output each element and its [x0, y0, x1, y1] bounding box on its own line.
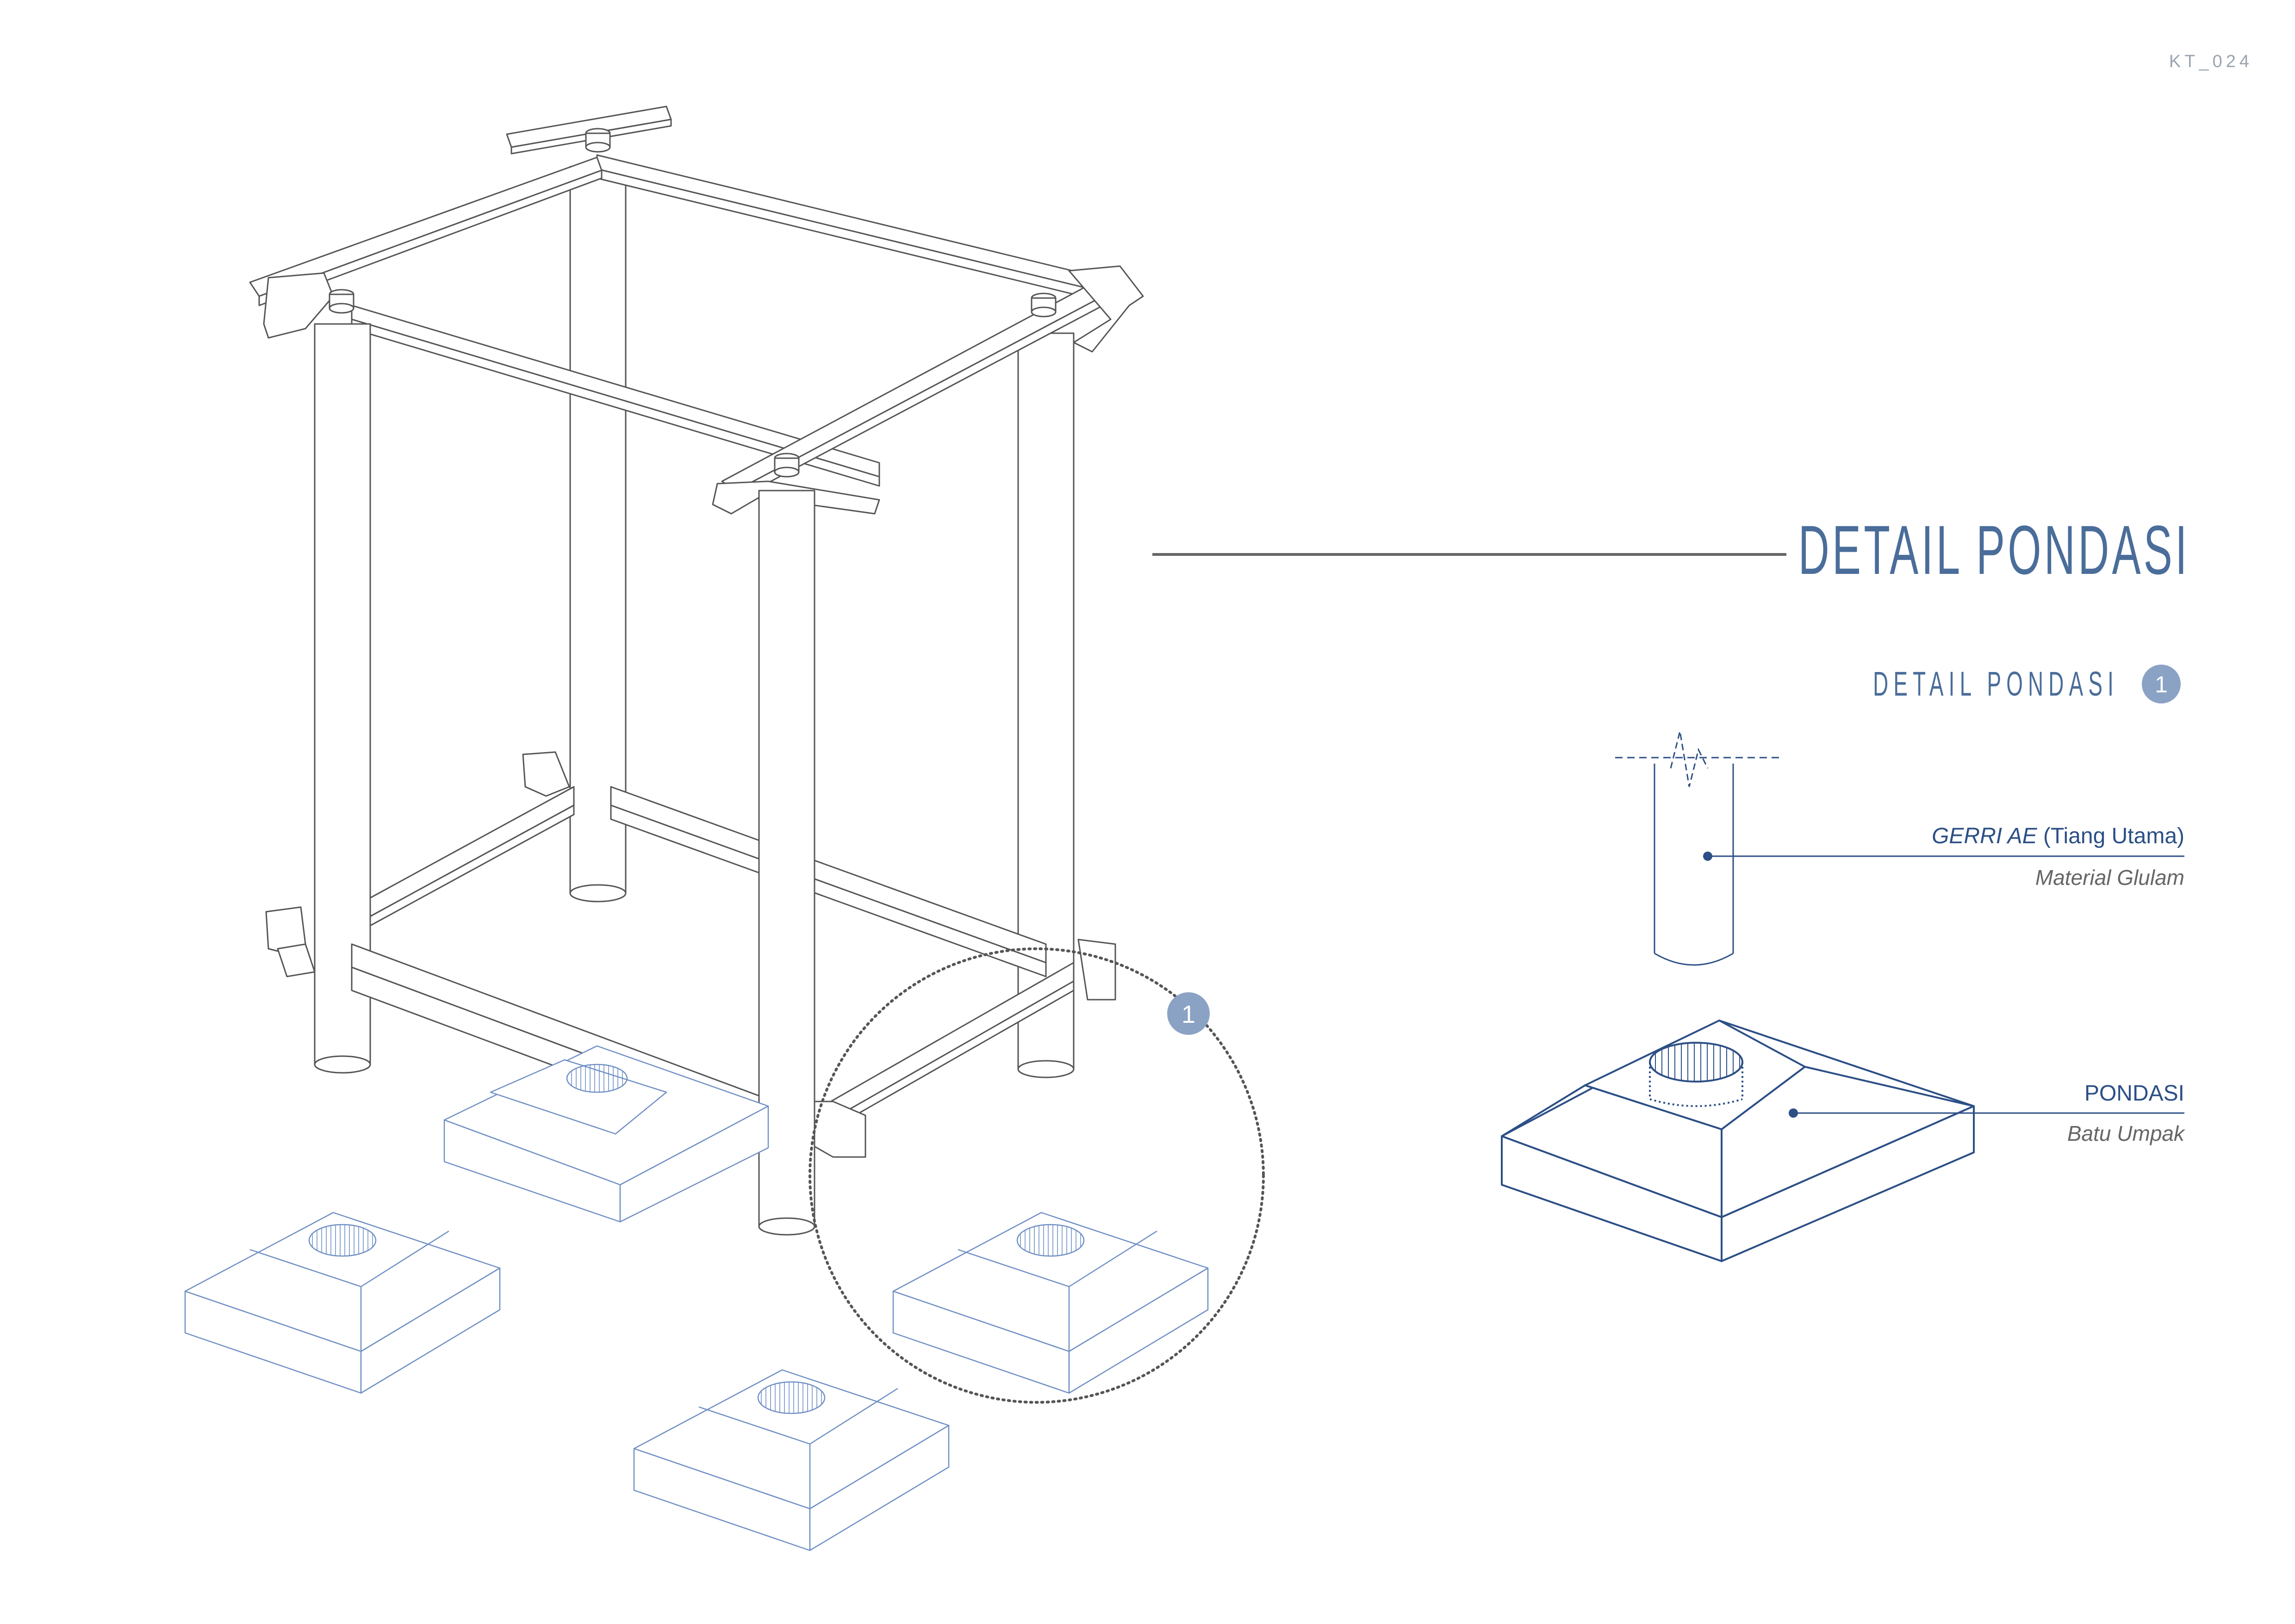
column-leader-dot: [1703, 852, 1712, 861]
column-name-plain: (Tiang Utama): [2037, 824, 2184, 848]
foundation-stone-right: [892, 1212, 1209, 1394]
beam-top-right: [596, 154, 1121, 297]
column-name-italic: GERRI AE: [1932, 824, 2038, 848]
detail-number-badge: 1: [2142, 665, 2181, 703]
detail-subtitle: DETAIL PONDASI: [1873, 665, 2119, 703]
foundation-stone-left: [184, 1212, 501, 1394]
foundation-stone-back: [443, 1045, 769, 1223]
timber-frame: [249, 106, 1144, 1236]
foundation-stone-front: [633, 1369, 950, 1551]
post-front-left: [314, 323, 371, 1074]
detail-callout-circle: [809, 947, 1265, 1404]
foundation-stones: [184, 1045, 1209, 1551]
column-material: Material Glulam: [2035, 865, 2184, 890]
beam-bottom-back: [610, 786, 1047, 964]
post-front-right: [758, 490, 815, 1236]
sheet-code: KT_024: [2169, 52, 2253, 71]
callout-number-badge: 1: [1167, 992, 1210, 1035]
svg-text:1: 1: [2155, 672, 2168, 697]
column-label: GERRI AE (Tiang Utama): [1932, 824, 2184, 848]
beam-bottom-left: [369, 786, 575, 917]
foundation-material: Batu Umpak: [2067, 1121, 2185, 1145]
svg-text:1: 1: [1182, 1001, 1195, 1028]
column-detail: [1615, 731, 1782, 966]
foundation-label: PONDASI: [2084, 1081, 2184, 1106]
foundation-stone-detail: [1501, 1020, 1975, 1262]
dowel-caps: [329, 128, 1057, 478]
page-title: DETAIL PONDASI: [1798, 511, 2190, 589]
foundation-leader-dot: [1789, 1108, 1798, 1118]
